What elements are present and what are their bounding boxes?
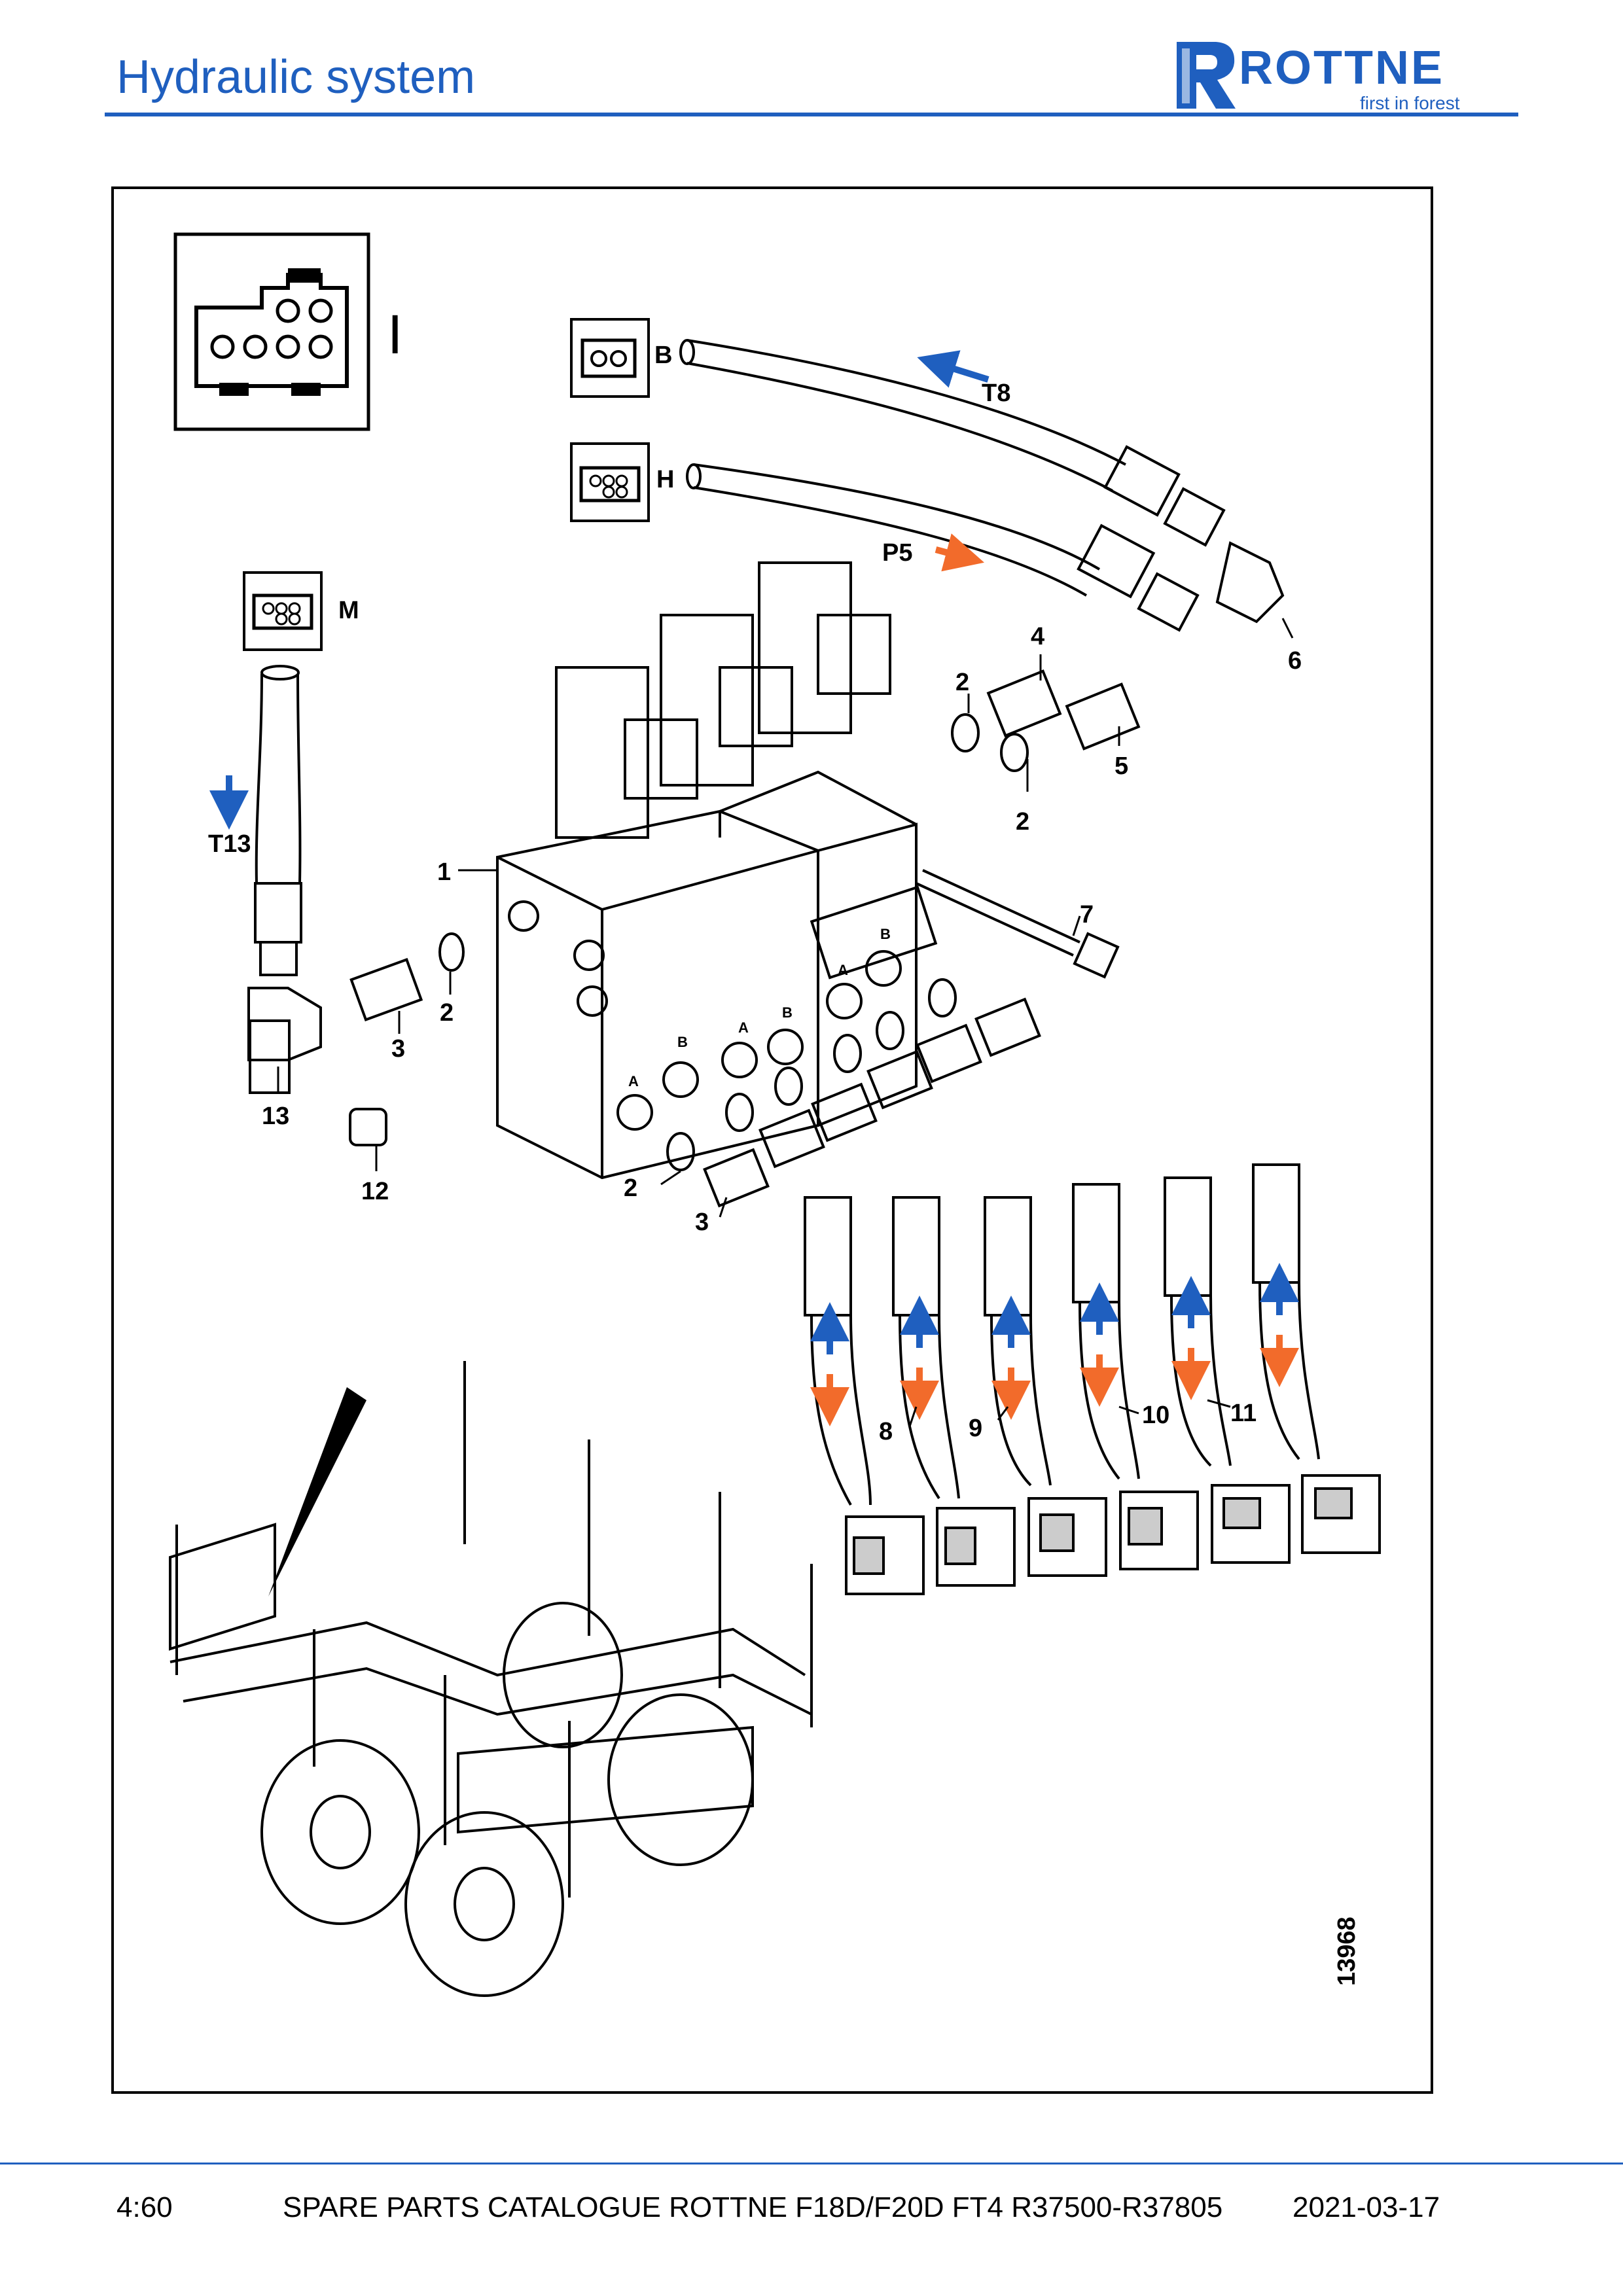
hose-t8 <box>679 339 1285 624</box>
svg-text:A: A <box>738 1019 749 1036</box>
hose-t13-label: T13 <box>208 830 251 858</box>
work-hoses <box>804 1163 1320 1506</box>
location-pointer <box>268 1387 366 1597</box>
part-number-2: 2 <box>1016 808 1029 836</box>
work-hose-flow-arrows <box>810 1263 1299 1426</box>
fittings-lower <box>666 978 1041 1208</box>
part-number-2: 2 <box>624 1174 637 1202</box>
svg-text:A: A <box>628 1073 639 1089</box>
svg-text:B: B <box>677 1034 688 1050</box>
footer-rule <box>0 2163 1623 2164</box>
part-number-4: 4 <box>1031 623 1044 650</box>
svg-text:B: B <box>880 926 891 942</box>
hose-p5 <box>686 463 1200 632</box>
rottne-logo-icon <box>1177 42 1236 109</box>
connector-m-icon <box>243 571 323 651</box>
inset-label: I <box>387 304 402 365</box>
part-number-2: 2 <box>955 669 969 696</box>
figure-number: 13968 <box>1333 1916 1361 1986</box>
connector-inset-i <box>173 232 370 431</box>
part-number-12: 12 <box>361 1178 389 1205</box>
part-number-3: 3 <box>391 1035 405 1063</box>
catalogue-date: 2021-03-17 <box>1293 2191 1440 2223</box>
connector-m-label: M <box>338 597 359 624</box>
hose-t13 <box>247 665 322 1094</box>
rottne-logo: ROTTNE first in forest <box>1170 35 1510 114</box>
page-number: 4:60 <box>116 2191 173 2223</box>
bolt-7 <box>916 869 1120 979</box>
part-number-7: 7 <box>1080 901 1094 928</box>
part-number-8: 8 <box>879 1418 893 1445</box>
page-title: Hydraulic system <box>116 51 476 103</box>
logo-wordmark: ROTTNE <box>1239 42 1444 94</box>
part-number-3: 3 <box>695 1209 709 1236</box>
exploded-view-frame <box>111 186 1433 2094</box>
function-symbols <box>845 1474 1381 1595</box>
hose-t8-label: T8 <box>982 380 1010 407</box>
connector-h-label: H <box>656 466 674 493</box>
part-number-5: 5 <box>1115 752 1128 780</box>
valve-block-assembly <box>496 561 938 1180</box>
connector-b-label: B <box>654 342 672 369</box>
part-number-13: 13 <box>262 1103 289 1130</box>
part-number-6: 6 <box>1288 647 1302 675</box>
connector-b-icon <box>570 318 650 398</box>
catalogue-title: SPARE PARTS CATALOGUE ROTTNE F18D/F20D F… <box>283 2191 1223 2223</box>
leader-lines <box>277 618 1294 1427</box>
connector-h-icon <box>570 442 650 522</box>
fittings-left <box>349 932 465 1146</box>
svg-text:B: B <box>782 1004 793 1021</box>
part-number-10: 10 <box>1142 1402 1169 1429</box>
svg-text:A: A <box>838 962 848 978</box>
header-rule <box>105 113 1518 116</box>
logo-tagline: first in forest <box>1360 93 1460 113</box>
p5-flow-arrow <box>935 533 984 572</box>
valve-port-letters: A B A B A B <box>628 926 891 1089</box>
forwarder-trailer-illustration <box>169 1361 813 1997</box>
fittings-upper <box>951 669 1141 772</box>
part-number-11: 11 <box>1230 1400 1257 1427</box>
part-number-1: 1 <box>437 858 451 886</box>
part-number-2: 2 <box>440 999 454 1027</box>
t8-flow-arrow <box>917 350 990 388</box>
part-number-9: 9 <box>969 1415 982 1442</box>
hose-p5-label: P5 <box>882 539 912 567</box>
